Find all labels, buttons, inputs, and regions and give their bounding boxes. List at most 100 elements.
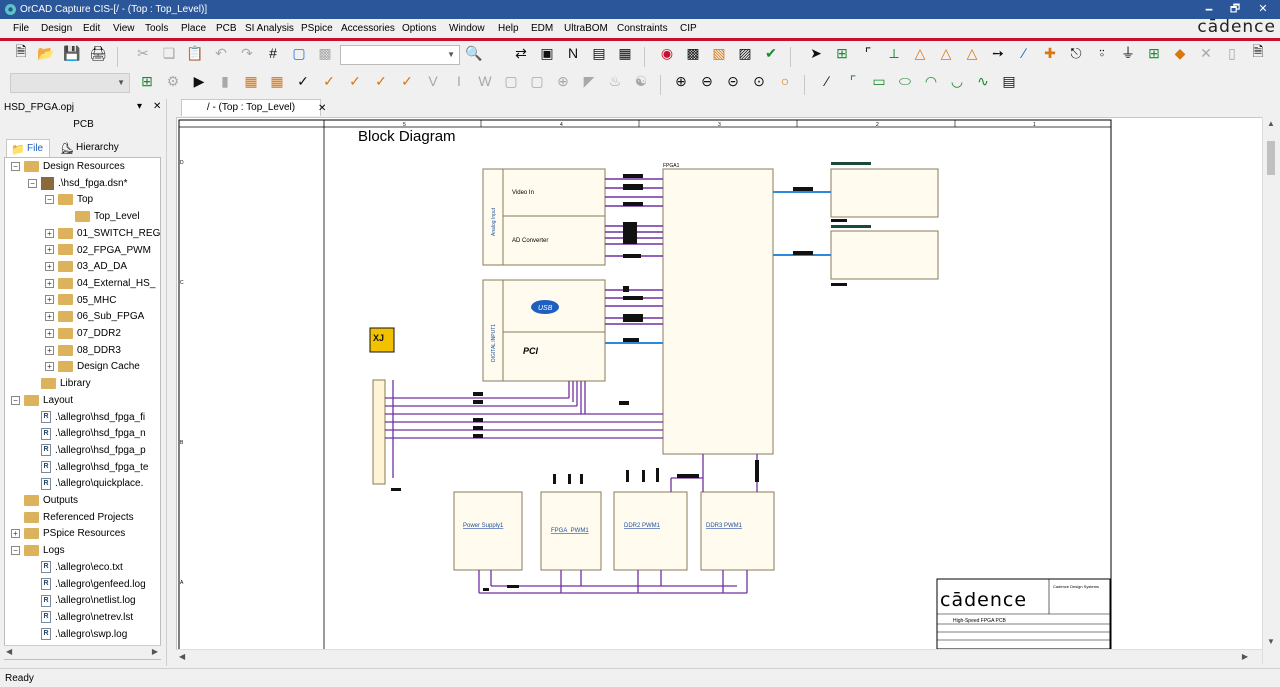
elliptical-arc-icon[interactable]: ◡ <box>950 72 964 89</box>
zoom-all-icon[interactable]: ⊙ <box>753 72 765 89</box>
menu-tools[interactable]: Tools <box>145 23 169 34</box>
arc-icon[interactable]: ◠ <box>924 72 938 89</box>
scroll-right-icon[interactable]: ▶ <box>1241 652 1248 661</box>
tree-item[interactable]: R.\allegro\eco.txt <box>28 560 123 576</box>
tab-file[interactable]: 📁 File <box>6 139 50 157</box>
voltage-marker-icon[interactable]: ✓ <box>297 72 309 89</box>
search-icon[interactable]: 🔍 <box>465 44 483 61</box>
undo-icon[interactable]: ↶ <box>215 44 227 61</box>
fpga-pwm-block[interactable] <box>540 491 602 571</box>
menu-ultrabom[interactable]: UltraBOM <box>564 23 608 34</box>
vscroll-thumb[interactable] <box>1267 141 1275 175</box>
bus-entry-icon[interactable]: ∕ <box>1022 45 1026 61</box>
diff-marker-icon[interactable]: ✓ <box>375 72 387 89</box>
pointer-icon[interactable]: ➤ <box>810 44 822 61</box>
menu-constraints[interactable]: Constraints <box>617 23 668 34</box>
fpga-block[interactable] <box>662 168 774 455</box>
grid-icon[interactable]: # <box>269 45 277 61</box>
junction-icon[interactable]: ✚ <box>1044 44 1056 61</box>
collapse-icon[interactable]: − <box>11 545 20 555</box>
auto-connect-icon[interactable]: △ <box>914 44 926 61</box>
cross-probe-icon[interactable]: ▩ <box>686 44 700 61</box>
monte-carlo-icon[interactable]: ☯ <box>634 72 648 89</box>
simulation-edit-icon[interactable]: ⚙ <box>166 72 180 89</box>
pin-icon[interactable]: ▾ <box>137 101 143 112</box>
tree-item[interactable]: +07_DDR2 <box>45 326 121 342</box>
validate-icon[interactable]: ✔ <box>765 44 777 61</box>
menu-pspice[interactable]: PSpice <box>301 23 333 34</box>
advanced-analysis-icon[interactable]: ♨ <box>608 72 622 89</box>
restore-button[interactable]: 🗗 <box>1229 3 1241 15</box>
bias-w-icon[interactable]: W <box>478 73 492 89</box>
analog-input-block[interactable] <box>482 168 606 266</box>
collapse-icon[interactable]: − <box>28 178 37 188</box>
rectangle-icon[interactable]: ▭ <box>872 72 886 89</box>
expand-icon[interactable]: + <box>45 262 54 272</box>
run-icon[interactable]: ▶ <box>193 72 205 89</box>
auto-wire-icon[interactable]: ⟂ <box>889 44 899 61</box>
print-icon[interactable]: 🖨 <box>89 44 107 61</box>
tab-hierarchy[interactable]: ⛸ Hierarchy <box>56 139 126 157</box>
schematic-canvas[interactable]: 5 4 3 2 1 D C B A Block Diagram Analog I… <box>176 117 1266 664</box>
collapse-icon[interactable]: − <box>45 195 54 205</box>
menu-view[interactable]: View <box>113 23 135 34</box>
scroll-up-icon[interactable]: ▲ <box>1267 119 1275 128</box>
menu-options[interactable]: Options <box>402 23 437 34</box>
tree-item[interactable]: R.\allegro\hsd_fpga_p <box>28 443 146 459</box>
view-results-icon[interactable]: ▦ <box>244 72 258 89</box>
current-marker-icon[interactable]: ✓ <box>323 72 335 89</box>
tree-item[interactable]: R.\allegro\netlist.log <box>28 593 136 609</box>
tree-item[interactable]: +05_MHC <box>45 293 116 309</box>
edit-part-icon[interactable]: ▨ <box>738 44 752 61</box>
place-text-icon[interactable]: 🗎 <box>1252 43 1264 59</box>
simulation-new-icon[interactable]: ⊞ <box>141 72 153 89</box>
tree-item[interactable]: R.\allegro\netrev.lst <box>28 610 133 626</box>
bom-icon[interactable]: ▤ <box>592 44 606 61</box>
wattage-marker-icon[interactable]: ✓ <box>401 72 413 89</box>
expand-icon[interactable]: + <box>45 345 54 355</box>
ground-icon[interactable]: ⏚ <box>1121 45 1135 61</box>
bias-toggle-icon[interactable]: ▢ <box>504 72 518 89</box>
collapse-icon[interactable]: − <box>11 395 20 405</box>
tree-item[interactable]: R.\allegro\quickplace. <box>28 476 143 492</box>
ellipse-icon[interactable]: ⬭ <box>899 72 911 89</box>
power-bar-icon[interactable]: ⍤ <box>1097 44 1107 61</box>
tree-item[interactable]: −Layout <box>11 393 73 409</box>
search-combo[interactable]: ▼ <box>340 45 460 65</box>
place-hier-port-icon[interactable]: ▯ <box>1228 44 1236 61</box>
expand-icon[interactable]: + <box>45 328 54 338</box>
off-page-connector-icon[interactable]: ◆ <box>1174 44 1186 61</box>
chevron-down-icon[interactable]: ▼ <box>447 50 455 59</box>
tree-item[interactable]: Top_Level <box>62 209 140 225</box>
net-group-icon[interactable]: △ <box>940 44 952 61</box>
tree-item[interactable]: +PSpice Resources <box>11 526 125 542</box>
tree-item[interactable]: +06_Sub_FPGA <box>45 309 144 325</box>
collapse-icon[interactable]: − <box>11 161 20 171</box>
tree-item[interactable]: R.\allegro\hsd_fpga_n <box>28 426 146 442</box>
annotate-icon[interactable]: ⇄ <box>515 44 527 61</box>
line-icon[interactable]: ∕ <box>825 73 829 89</box>
zoom-in-icon[interactable]: ⊕ <box>675 72 687 89</box>
netlist-icon[interactable]: N <box>567 45 579 61</box>
power-supply-block[interactable] <box>453 491 523 571</box>
no-connect-icon[interactable]: ✕ <box>1200 44 1212 61</box>
expand-icon[interactable]: + <box>11 529 20 539</box>
tree-item[interactable]: +03_AD_DA <box>45 259 127 275</box>
bias-points-icon[interactable]: ▢ <box>530 72 544 89</box>
expand-icon[interactable]: + <box>45 312 54 322</box>
smoke-icon[interactable]: ◤ <box>583 72 595 89</box>
tree-item[interactable]: −Top <box>45 192 93 208</box>
expand-icon[interactable]: + <box>45 362 54 372</box>
tree-item[interactable]: R.\allegro\hsd_fpga_fi <box>28 410 145 426</box>
drc-icon[interactable]: ▣ <box>540 44 554 61</box>
new-file-icon[interactable]: 🗎 <box>15 43 27 59</box>
zoom-out-icon[interactable]: ⊖ <box>701 72 713 89</box>
expand-icon[interactable]: + <box>45 245 54 255</box>
tree-item[interactable]: +04_External_HS_ <box>45 276 155 292</box>
menu-accessories[interactable]: Accessories <box>341 23 395 34</box>
canvas-vscrollbar[interactable]: ▲ ▼ <box>1262 117 1278 664</box>
markers-icon[interactable]: ▦ <box>270 72 284 89</box>
power-marker-icon[interactable]: ✓ <box>349 72 361 89</box>
close-window-button[interactable]: ✕ <box>1258 3 1268 15</box>
ddr2-pwm-block[interactable] <box>613 491 688 571</box>
